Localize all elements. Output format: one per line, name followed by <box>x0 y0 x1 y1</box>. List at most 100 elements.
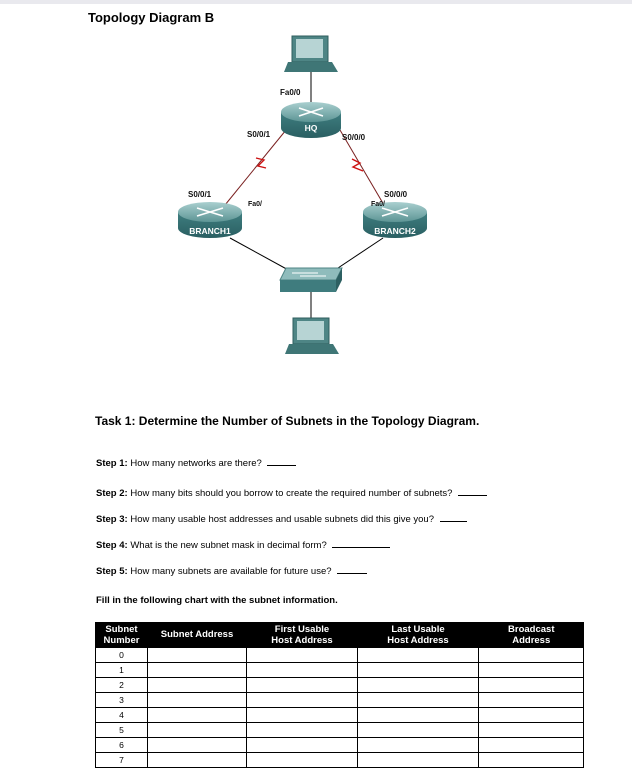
last-usable-cell[interactable] <box>357 752 479 768</box>
step-question: How many usable host addresses and usabl… <box>130 514 434 525</box>
first-usable-cell[interactable] <box>246 692 358 708</box>
hq-fa-label: Fa0/0 <box>280 88 301 97</box>
first-usable-cell[interactable] <box>246 737 358 753</box>
step-label: Step 3: <box>96 514 128 525</box>
table-row: 1 <box>95 662 584 678</box>
first-usable-cell[interactable] <box>246 752 358 768</box>
last-usable-cell[interactable] <box>357 707 479 723</box>
subnet-address-cell[interactable] <box>147 722 247 738</box>
topology-diagram: HQ Fa0/0 S0/0/1 S0/0/0 BRANCH1 S0/0/1 Fa… <box>178 35 427 354</box>
hq-serial-left-label: S0/0/1 <box>247 130 271 139</box>
last-usable-cell[interactable] <box>357 647 479 663</box>
answer-blank[interactable] <box>267 456 297 466</box>
subnet-address-cell[interactable] <box>147 707 247 723</box>
branch1-fa-label: Fa0/ <box>248 201 262 208</box>
table-row: 4 <box>95 707 584 723</box>
broadcast-cell[interactable] <box>478 722 584 738</box>
last-usable-cell[interactable] <box>357 692 479 708</box>
subnet-number-cell: 5 <box>95 722 148 738</box>
subnet-number-cell: 6 <box>95 737 148 753</box>
first-usable-cell[interactable] <box>246 662 358 678</box>
table-row: 2 <box>95 677 584 693</box>
branch2-serial-label: S0/0/0 <box>384 190 408 199</box>
last-usable-cell[interactable] <box>357 662 479 678</box>
subnet-number-cell: 1 <box>95 662 148 678</box>
step-1: Step 1: How many networks are there? <box>96 456 297 469</box>
step-label: Step 1: <box>96 458 128 469</box>
serial-bolt-right <box>351 158 364 172</box>
router-icon-branch2 <box>363 202 427 238</box>
broadcast-cell[interactable] <box>478 752 584 768</box>
broadcast-cell[interactable] <box>478 647 584 663</box>
subnet-number-cell: 4 <box>95 707 148 723</box>
step-label: Step 4: <box>96 540 128 551</box>
last-usable-cell[interactable] <box>357 677 479 693</box>
broadcast-cell[interactable] <box>478 677 584 693</box>
link-branch1-switch <box>229 237 293 273</box>
page-title: Topology Diagram B <box>88 10 215 25</box>
step-question: How many bits should you borrow to creat… <box>130 488 453 499</box>
subnet-address-cell[interactable] <box>147 737 247 753</box>
link-hq-branch2 <box>339 129 385 206</box>
subnet-address-cell[interactable] <box>147 647 247 663</box>
broadcast-cell[interactable] <box>478 662 584 678</box>
step-question: What is the new subnet mask in decimal f… <box>130 540 327 551</box>
first-usable-cell[interactable] <box>246 707 358 723</box>
subnet-address-cell[interactable] <box>147 677 247 693</box>
top-border <box>0 0 632 4</box>
header-subnet-address: Subnet Address <box>147 622 247 648</box>
table-row: 3 <box>95 692 584 708</box>
router-icon-branch1 <box>178 202 242 238</box>
step-2: Step 2: How many bits should you borrow … <box>96 486 488 499</box>
hq-router-label: HQ <box>305 123 318 133</box>
branch2-router-label: BRANCH2 <box>374 226 416 236</box>
branch1-serial-label: S0/0/1 <box>188 190 212 199</box>
broadcast-cell[interactable] <box>478 737 584 753</box>
link-hq-branch1 <box>224 129 287 206</box>
subnet-address-cell[interactable] <box>147 692 247 708</box>
hq-serial-right-label: S0/0/0 <box>342 133 366 142</box>
first-usable-cell[interactable] <box>246 647 358 663</box>
step-3: Step 3: How many usable host addresses a… <box>96 512 467 525</box>
table-row: 0 <box>95 647 584 663</box>
answer-blank[interactable] <box>332 538 391 548</box>
subnet-address-cell[interactable] <box>147 662 247 678</box>
pc-icon-top <box>284 35 338 72</box>
chart-instructions: Fill in the following chart with the sub… <box>96 595 338 606</box>
answer-blank[interactable] <box>439 512 467 522</box>
branch1-router-label: BRANCH1 <box>189 226 231 236</box>
last-usable-cell[interactable] <box>357 737 479 753</box>
table-row: 6 <box>95 737 584 753</box>
subnet-number-cell: 3 <box>95 692 148 708</box>
step-4: Step 4: What is the new subnet mask in d… <box>96 538 391 551</box>
first-usable-cell[interactable] <box>246 722 358 738</box>
broadcast-cell[interactable] <box>478 707 584 723</box>
first-usable-cell[interactable] <box>246 677 358 693</box>
broadcast-cell[interactable] <box>478 692 584 708</box>
table-row: 5 <box>95 722 584 738</box>
table-row: 7 <box>95 752 584 768</box>
answer-blank[interactable] <box>458 486 488 496</box>
step-question: How many networks are there? <box>130 458 262 469</box>
answer-blank[interactable] <box>337 564 368 574</box>
pc-icon-bottom <box>285 317 339 354</box>
link-branch2-switch <box>331 237 384 273</box>
subnet-number-cell: 0 <box>95 647 148 663</box>
router-icon-hq <box>281 102 341 138</box>
step-label: Step 2: <box>96 488 128 499</box>
step-label: Step 5: <box>96 566 128 577</box>
step-question: How many subnets are available for futur… <box>130 566 332 577</box>
task-heading: Task 1: Determine the Number of Subnets … <box>95 414 480 428</box>
last-usable-cell[interactable] <box>357 722 479 738</box>
serial-bolt-left <box>255 157 267 169</box>
branch2-fa-label: Fa0/ <box>371 201 385 208</box>
subnet-number-cell: 7 <box>95 752 148 768</box>
switch-icon <box>279 267 343 292</box>
subnet-address-cell[interactable] <box>147 752 247 768</box>
